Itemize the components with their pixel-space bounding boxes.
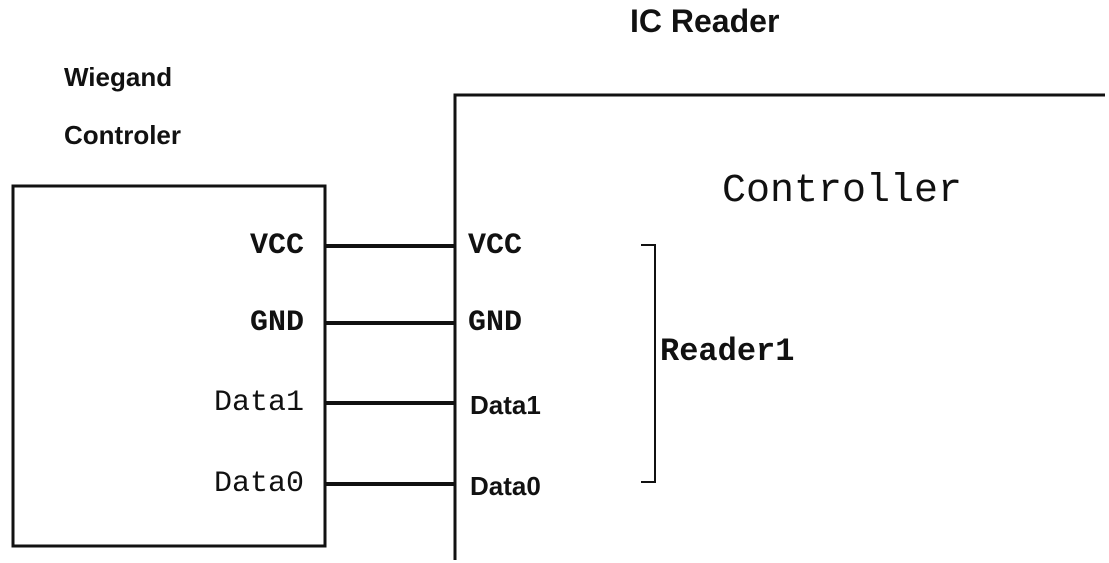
right-pin-data1: Data1 (470, 390, 541, 420)
wiegand-label-line1: Wiegand (64, 62, 173, 92)
controller-heading: Controller (722, 169, 963, 214)
left-pin-data1: Data1 (213, 386, 304, 420)
left-pin-data0: Data0 (213, 467, 304, 501)
controller-frame (453, 93, 1105, 560)
diagram-title: IC Reader (630, 3, 780, 39)
right-pin-gnd: GND (468, 306, 523, 340)
left-pin-gnd: GND (249, 306, 304, 340)
reader1-label: Reader1 (660, 333, 795, 370)
wiegand-label-line2: Controler (64, 120, 181, 150)
right-pin-data0: Data0 (470, 471, 541, 501)
reader1-bracket (641, 244, 656, 483)
left-pin-vcc: VCC (249, 229, 304, 263)
right-pin-vcc: VCC (468, 229, 523, 263)
wiegand-controller-box (11, 184, 327, 548)
